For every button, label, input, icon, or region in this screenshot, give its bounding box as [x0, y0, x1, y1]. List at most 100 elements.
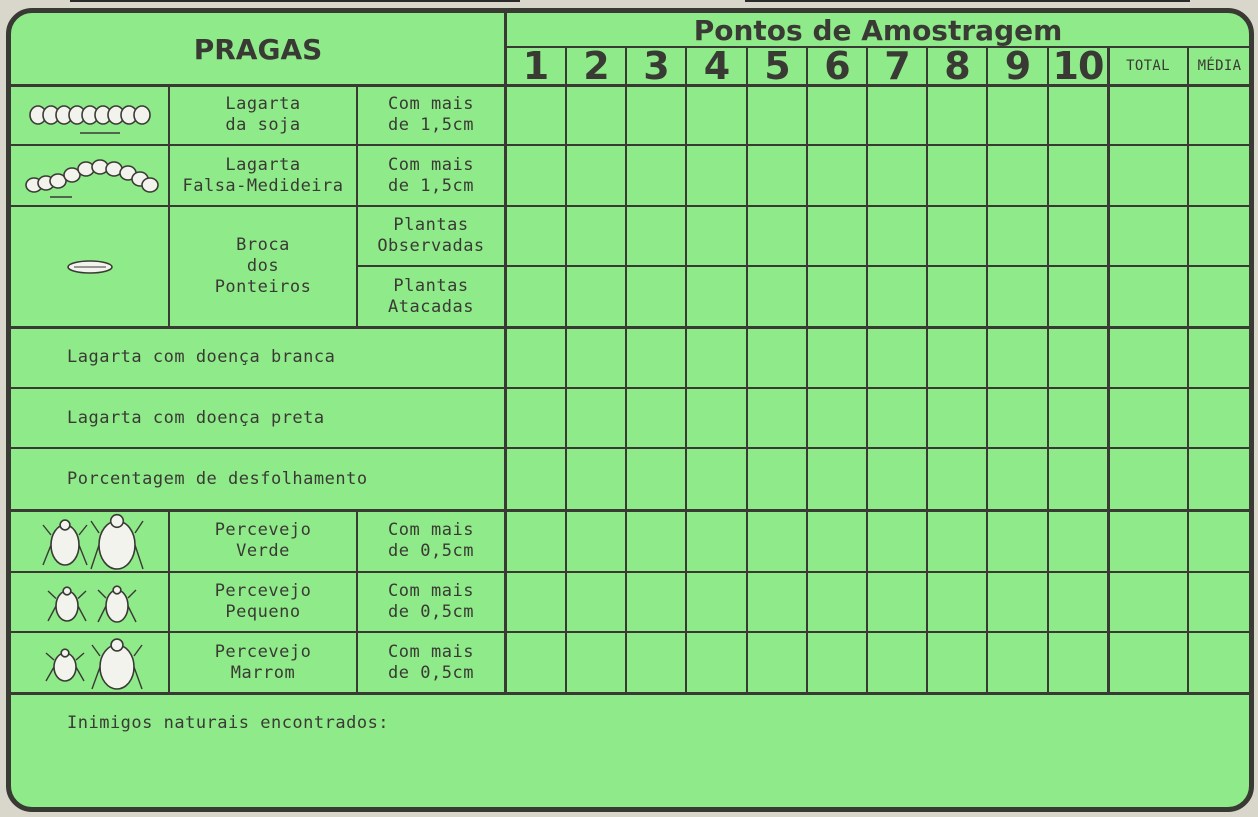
data-entry-cell[interactable] [566, 510, 626, 572]
data-entry-cell[interactable] [1048, 327, 1108, 388]
data-entry-cell[interactable] [867, 206, 927, 266]
data-entry-cell[interactable] [807, 327, 867, 388]
data-entry-cell[interactable] [566, 206, 626, 266]
data-entry-cell[interactable] [1188, 85, 1249, 145]
data-entry-cell[interactable] [626, 206, 686, 266]
data-entry-cell[interactable] [626, 327, 686, 388]
data-entry-cell[interactable] [1188, 632, 1249, 693]
data-entry-cell[interactable] [867, 85, 927, 145]
data-entry-cell[interactable] [1188, 448, 1249, 510]
data-entry-cell[interactable] [566, 266, 626, 327]
data-entry-cell[interactable] [867, 266, 927, 327]
data-entry-cell[interactable] [867, 510, 927, 572]
data-entry-cell[interactable] [505, 206, 566, 266]
data-entry-cell[interactable] [1108, 266, 1188, 327]
data-entry-cell[interactable] [1108, 510, 1188, 572]
data-entry-cell[interactable] [927, 327, 987, 388]
data-entry-cell[interactable] [626, 266, 686, 327]
data-entry-cell[interactable] [505, 266, 566, 327]
data-entry-cell[interactable] [1108, 448, 1188, 510]
data-entry-cell[interactable] [747, 632, 807, 693]
data-entry-cell[interactable] [566, 448, 626, 510]
data-entry-cell[interactable] [927, 266, 987, 327]
data-entry-cell[interactable] [566, 85, 626, 145]
data-entry-cell[interactable] [686, 572, 747, 632]
data-entry-cell[interactable] [807, 266, 867, 327]
data-entry-cell[interactable] [867, 572, 927, 632]
data-entry-cell[interactable] [747, 85, 807, 145]
data-entry-cell[interactable] [807, 510, 867, 572]
data-entry-cell[interactable] [927, 145, 987, 206]
data-entry-cell[interactable] [626, 632, 686, 693]
data-entry-cell[interactable] [1108, 388, 1188, 448]
data-entry-cell[interactable] [505, 632, 566, 693]
data-entry-cell[interactable] [987, 206, 1048, 266]
data-entry-cell[interactable] [1188, 327, 1249, 388]
data-entry-cell[interactable] [987, 448, 1048, 510]
data-entry-cell[interactable] [626, 145, 686, 206]
data-entry-cell[interactable] [747, 145, 807, 206]
data-entry-cell[interactable] [626, 85, 686, 145]
data-entry-cell[interactable] [1048, 510, 1108, 572]
data-entry-cell[interactable] [686, 266, 747, 327]
data-entry-cell[interactable] [747, 327, 807, 388]
data-entry-cell[interactable] [686, 510, 747, 572]
data-entry-cell[interactable] [927, 388, 987, 448]
data-entry-cell[interactable] [1108, 572, 1188, 632]
data-entry-cell[interactable] [626, 448, 686, 510]
data-entry-cell[interactable] [987, 388, 1048, 448]
data-entry-cell[interactable] [747, 266, 807, 327]
data-entry-cell[interactable] [566, 388, 626, 448]
data-entry-cell[interactable] [505, 572, 566, 632]
data-entry-cell[interactable] [987, 572, 1048, 632]
data-entry-cell[interactable] [505, 448, 566, 510]
data-entry-cell[interactable] [686, 388, 747, 448]
data-entry-cell[interactable] [505, 85, 566, 145]
data-entry-cell[interactable] [686, 448, 747, 510]
data-entry-cell[interactable] [747, 206, 807, 266]
data-entry-cell[interactable] [987, 327, 1048, 388]
data-entry-cell[interactable] [807, 206, 867, 266]
data-entry-cell[interactable] [987, 510, 1048, 572]
data-entry-cell[interactable] [1048, 632, 1108, 693]
data-entry-cell[interactable] [867, 327, 927, 388]
data-entry-cell[interactable] [1048, 266, 1108, 327]
data-entry-cell[interactable] [686, 206, 747, 266]
data-entry-cell[interactable] [807, 145, 867, 206]
data-entry-cell[interactable] [1108, 85, 1188, 145]
data-entry-cell[interactable] [987, 632, 1048, 693]
data-entry-cell[interactable] [987, 85, 1048, 145]
data-entry-cell[interactable] [505, 327, 566, 388]
data-entry-cell[interactable] [1108, 632, 1188, 693]
data-entry-cell[interactable] [1188, 206, 1249, 266]
data-entry-cell[interactable] [867, 632, 927, 693]
data-entry-cell[interactable] [747, 510, 807, 572]
data-entry-cell[interactable] [1048, 388, 1108, 448]
data-entry-cell[interactable] [686, 145, 747, 206]
data-entry-cell[interactable] [807, 388, 867, 448]
data-entry-cell[interactable] [1188, 266, 1249, 327]
data-entry-cell[interactable] [1188, 388, 1249, 448]
data-entry-cell[interactable] [686, 632, 747, 693]
data-entry-cell[interactable] [1048, 206, 1108, 266]
data-entry-cell[interactable] [867, 388, 927, 448]
data-entry-cell[interactable] [867, 145, 927, 206]
data-entry-cell[interactable] [747, 448, 807, 510]
data-entry-cell[interactable] [566, 145, 626, 206]
data-entry-cell[interactable] [927, 632, 987, 693]
data-entry-cell[interactable] [566, 572, 626, 632]
data-entry-cell[interactable] [626, 388, 686, 448]
data-entry-cell[interactable] [505, 388, 566, 448]
data-entry-cell[interactable] [1108, 145, 1188, 206]
data-entry-cell[interactable] [807, 572, 867, 632]
data-entry-cell[interactable] [1108, 327, 1188, 388]
data-entry-cell[interactable] [1048, 572, 1108, 632]
data-entry-cell[interactable] [1188, 145, 1249, 206]
data-entry-cell[interactable] [1048, 448, 1108, 510]
data-entry-cell[interactable] [807, 85, 867, 145]
data-entry-cell[interactable] [505, 510, 566, 572]
data-entry-cell[interactable] [927, 572, 987, 632]
data-entry-cell[interactable] [807, 448, 867, 510]
data-entry-cell[interactable] [626, 510, 686, 572]
data-entry-cell[interactable] [747, 388, 807, 448]
